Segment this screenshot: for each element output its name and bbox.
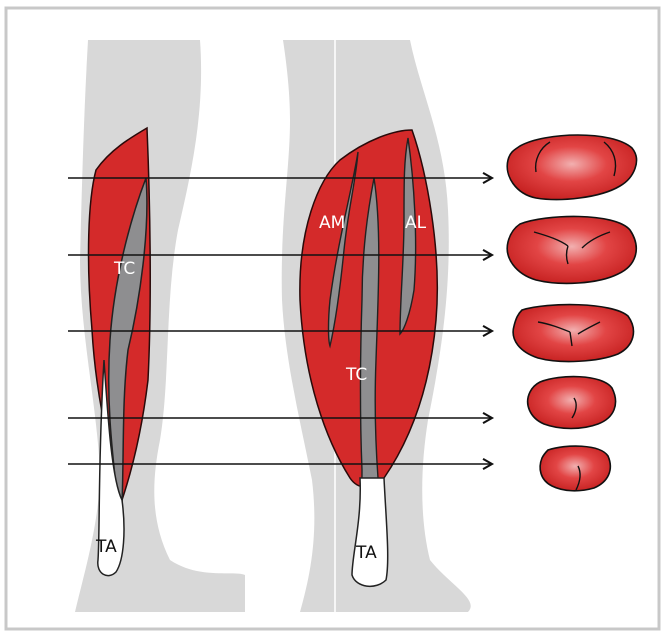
cross-section-5 [540, 446, 610, 491]
label-tc-right: TC [345, 365, 367, 385]
cross-section-2 [507, 216, 636, 283]
label-al: AL [405, 213, 427, 233]
cross-section-4 [528, 377, 616, 429]
label-tc-left: TC [113, 259, 135, 279]
label-ta-right: TA [355, 543, 377, 563]
label-ta-left: TA [95, 537, 117, 557]
label-am: AM [319, 213, 345, 233]
cross-section-3 [513, 305, 633, 362]
